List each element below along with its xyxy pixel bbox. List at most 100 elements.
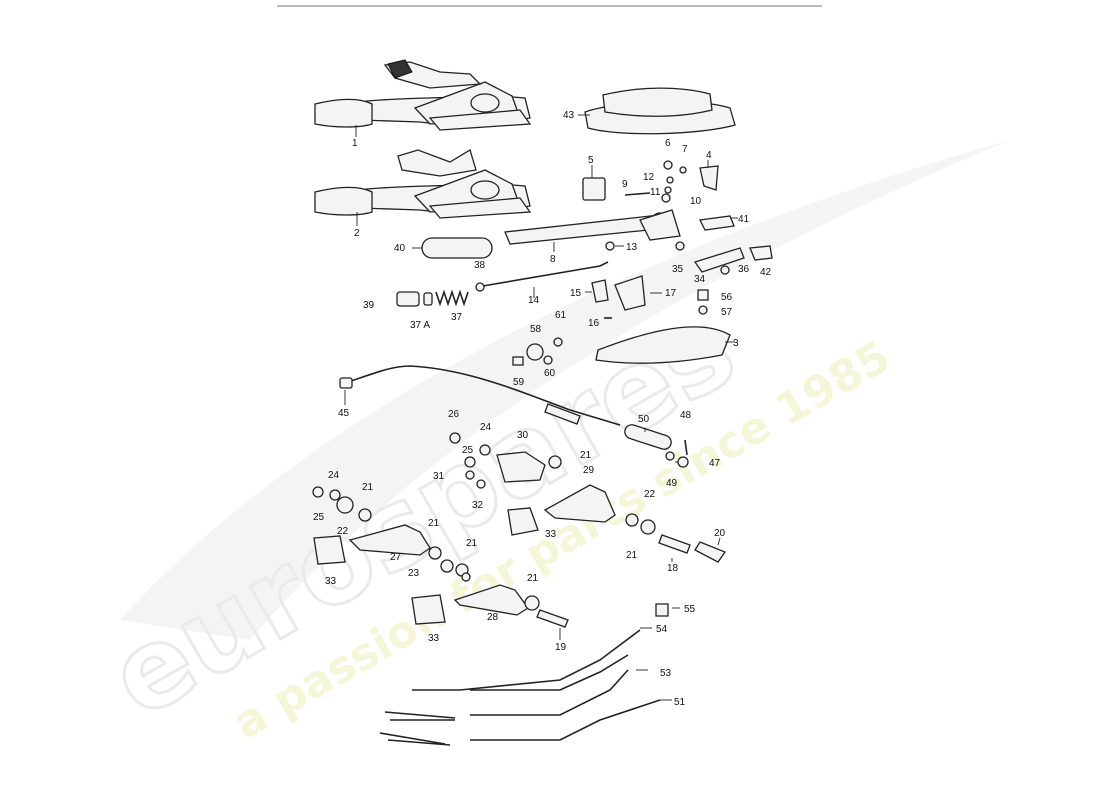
part-24-washer-b bbox=[329, 489, 341, 501]
part-56-bolt bbox=[697, 289, 709, 301]
label-49: 49 bbox=[666, 478, 678, 489]
part-45-cable bbox=[344, 365, 621, 426]
part-17-sector bbox=[614, 275, 646, 311]
label-26: 26 bbox=[448, 409, 460, 420]
label-28: 28 bbox=[487, 612, 499, 623]
part-38-washer bbox=[475, 282, 485, 292]
part-8-lever-arm bbox=[504, 209, 681, 245]
label-4: 4 bbox=[706, 150, 712, 161]
part-4-bracket bbox=[699, 165, 719, 191]
part-20-pin bbox=[694, 541, 727, 563]
label-21e: 21 bbox=[626, 550, 638, 561]
part-labels: 1 2 3 4 5 6 7 8 9 10 11 12 13 14 15 16 1… bbox=[313, 110, 772, 708]
label-30: 30 bbox=[517, 430, 529, 441]
part-18-bolt bbox=[658, 534, 691, 554]
part-45-cable-end bbox=[339, 377, 353, 389]
part-22-washer-a bbox=[640, 519, 656, 535]
label-59: 59 bbox=[513, 377, 525, 388]
part-5-clip bbox=[582, 177, 606, 201]
part-37-spring bbox=[435, 289, 469, 307]
label-33a: 33 bbox=[325, 576, 337, 587]
label-57: 57 bbox=[721, 307, 733, 318]
part-29-lever bbox=[543, 484, 616, 523]
label-40: 40 bbox=[394, 243, 406, 254]
part-59-bolt bbox=[512, 356, 524, 366]
label-15: 15 bbox=[570, 288, 582, 299]
label-51: 51 bbox=[674, 697, 686, 708]
label-12: 12 bbox=[643, 172, 655, 183]
label-11: 11 bbox=[650, 187, 661, 198]
part-22-washer-b bbox=[336, 496, 354, 514]
bottom-cable-ends bbox=[379, 711, 456, 746]
part-11-nut bbox=[664, 186, 672, 194]
label-53: 53 bbox=[660, 668, 672, 679]
label-38: 38 bbox=[474, 260, 486, 271]
label-13: 13 bbox=[626, 242, 638, 253]
part-51-rod bbox=[470, 669, 661, 741]
part-39-sleeve bbox=[396, 291, 420, 307]
label-19: 19 bbox=[555, 642, 567, 653]
label-37a: 37 A bbox=[410, 320, 430, 331]
label-6: 6 bbox=[665, 138, 671, 149]
part-21-washer-f bbox=[524, 595, 540, 611]
label-42: 42 bbox=[760, 267, 772, 278]
label-21d: 21 bbox=[580, 450, 592, 461]
part-12-washer bbox=[666, 176, 674, 184]
label-7: 7 bbox=[682, 144, 688, 155]
part-3-cover bbox=[595, 326, 731, 364]
part-2-handbrake-lever bbox=[314, 149, 532, 219]
label-61: 61 bbox=[555, 310, 567, 321]
part-41-plate bbox=[699, 215, 735, 231]
part-30-bracket bbox=[496, 451, 546, 483]
label-18: 18 bbox=[667, 563, 679, 574]
label-50: 50 bbox=[638, 414, 650, 425]
watermark-swoosh bbox=[120, 140, 1010, 640]
part-61-nut bbox=[553, 337, 563, 347]
part-45-adjuster bbox=[544, 403, 581, 425]
label-41: 41 bbox=[738, 214, 750, 225]
part-24-washer-a bbox=[479, 444, 491, 456]
part-47-nut bbox=[677, 456, 689, 468]
part-50-tube bbox=[624, 424, 672, 450]
part-42-link bbox=[749, 245, 773, 261]
part-10-clip bbox=[661, 193, 671, 203]
part-6-nut bbox=[663, 160, 673, 170]
part-21-washer-c bbox=[358, 508, 372, 522]
label-22b: 22 bbox=[644, 489, 656, 500]
part-48-clip bbox=[684, 439, 688, 456]
part-19-bolt bbox=[536, 609, 569, 628]
leader-lines bbox=[344, 114, 738, 701]
part-58-clip bbox=[526, 343, 544, 361]
label-21c: 21 bbox=[466, 538, 478, 549]
part-33-pad-c bbox=[411, 594, 446, 625]
part-21-washer-a bbox=[548, 455, 562, 469]
part-43-boot bbox=[584, 87, 736, 135]
label-16: 16 bbox=[588, 318, 600, 329]
label-2: 2 bbox=[354, 228, 360, 239]
part-26-nut bbox=[449, 432, 461, 444]
part-33-pad-a bbox=[507, 507, 539, 536]
label-33b: 33 bbox=[545, 529, 557, 540]
part-55-nut bbox=[655, 603, 669, 617]
part-36-clip bbox=[720, 265, 730, 275]
label-27: 27 bbox=[390, 552, 402, 563]
label-34: 34 bbox=[694, 274, 706, 285]
part-31-bolt bbox=[465, 470, 475, 480]
label-31: 31 bbox=[433, 471, 445, 482]
part-21-washer-b bbox=[625, 513, 639, 527]
part-57-washer bbox=[698, 305, 708, 315]
label-25b: 25 bbox=[462, 445, 474, 456]
label-56: 56 bbox=[721, 292, 733, 303]
part-25-washer-a bbox=[464, 456, 476, 468]
part-60-washer bbox=[543, 355, 553, 365]
part-21-washer-d bbox=[428, 546, 442, 560]
part-13-nut bbox=[605, 241, 615, 251]
label-60: 60 bbox=[544, 368, 556, 379]
label-23: 23 bbox=[408, 568, 420, 579]
part-25-washer-b bbox=[312, 486, 324, 498]
label-10: 10 bbox=[690, 196, 702, 207]
part-1-handbrake-lever bbox=[314, 59, 532, 131]
part-15-pawl bbox=[591, 279, 609, 303]
part-33-pad-b bbox=[313, 535, 346, 565]
